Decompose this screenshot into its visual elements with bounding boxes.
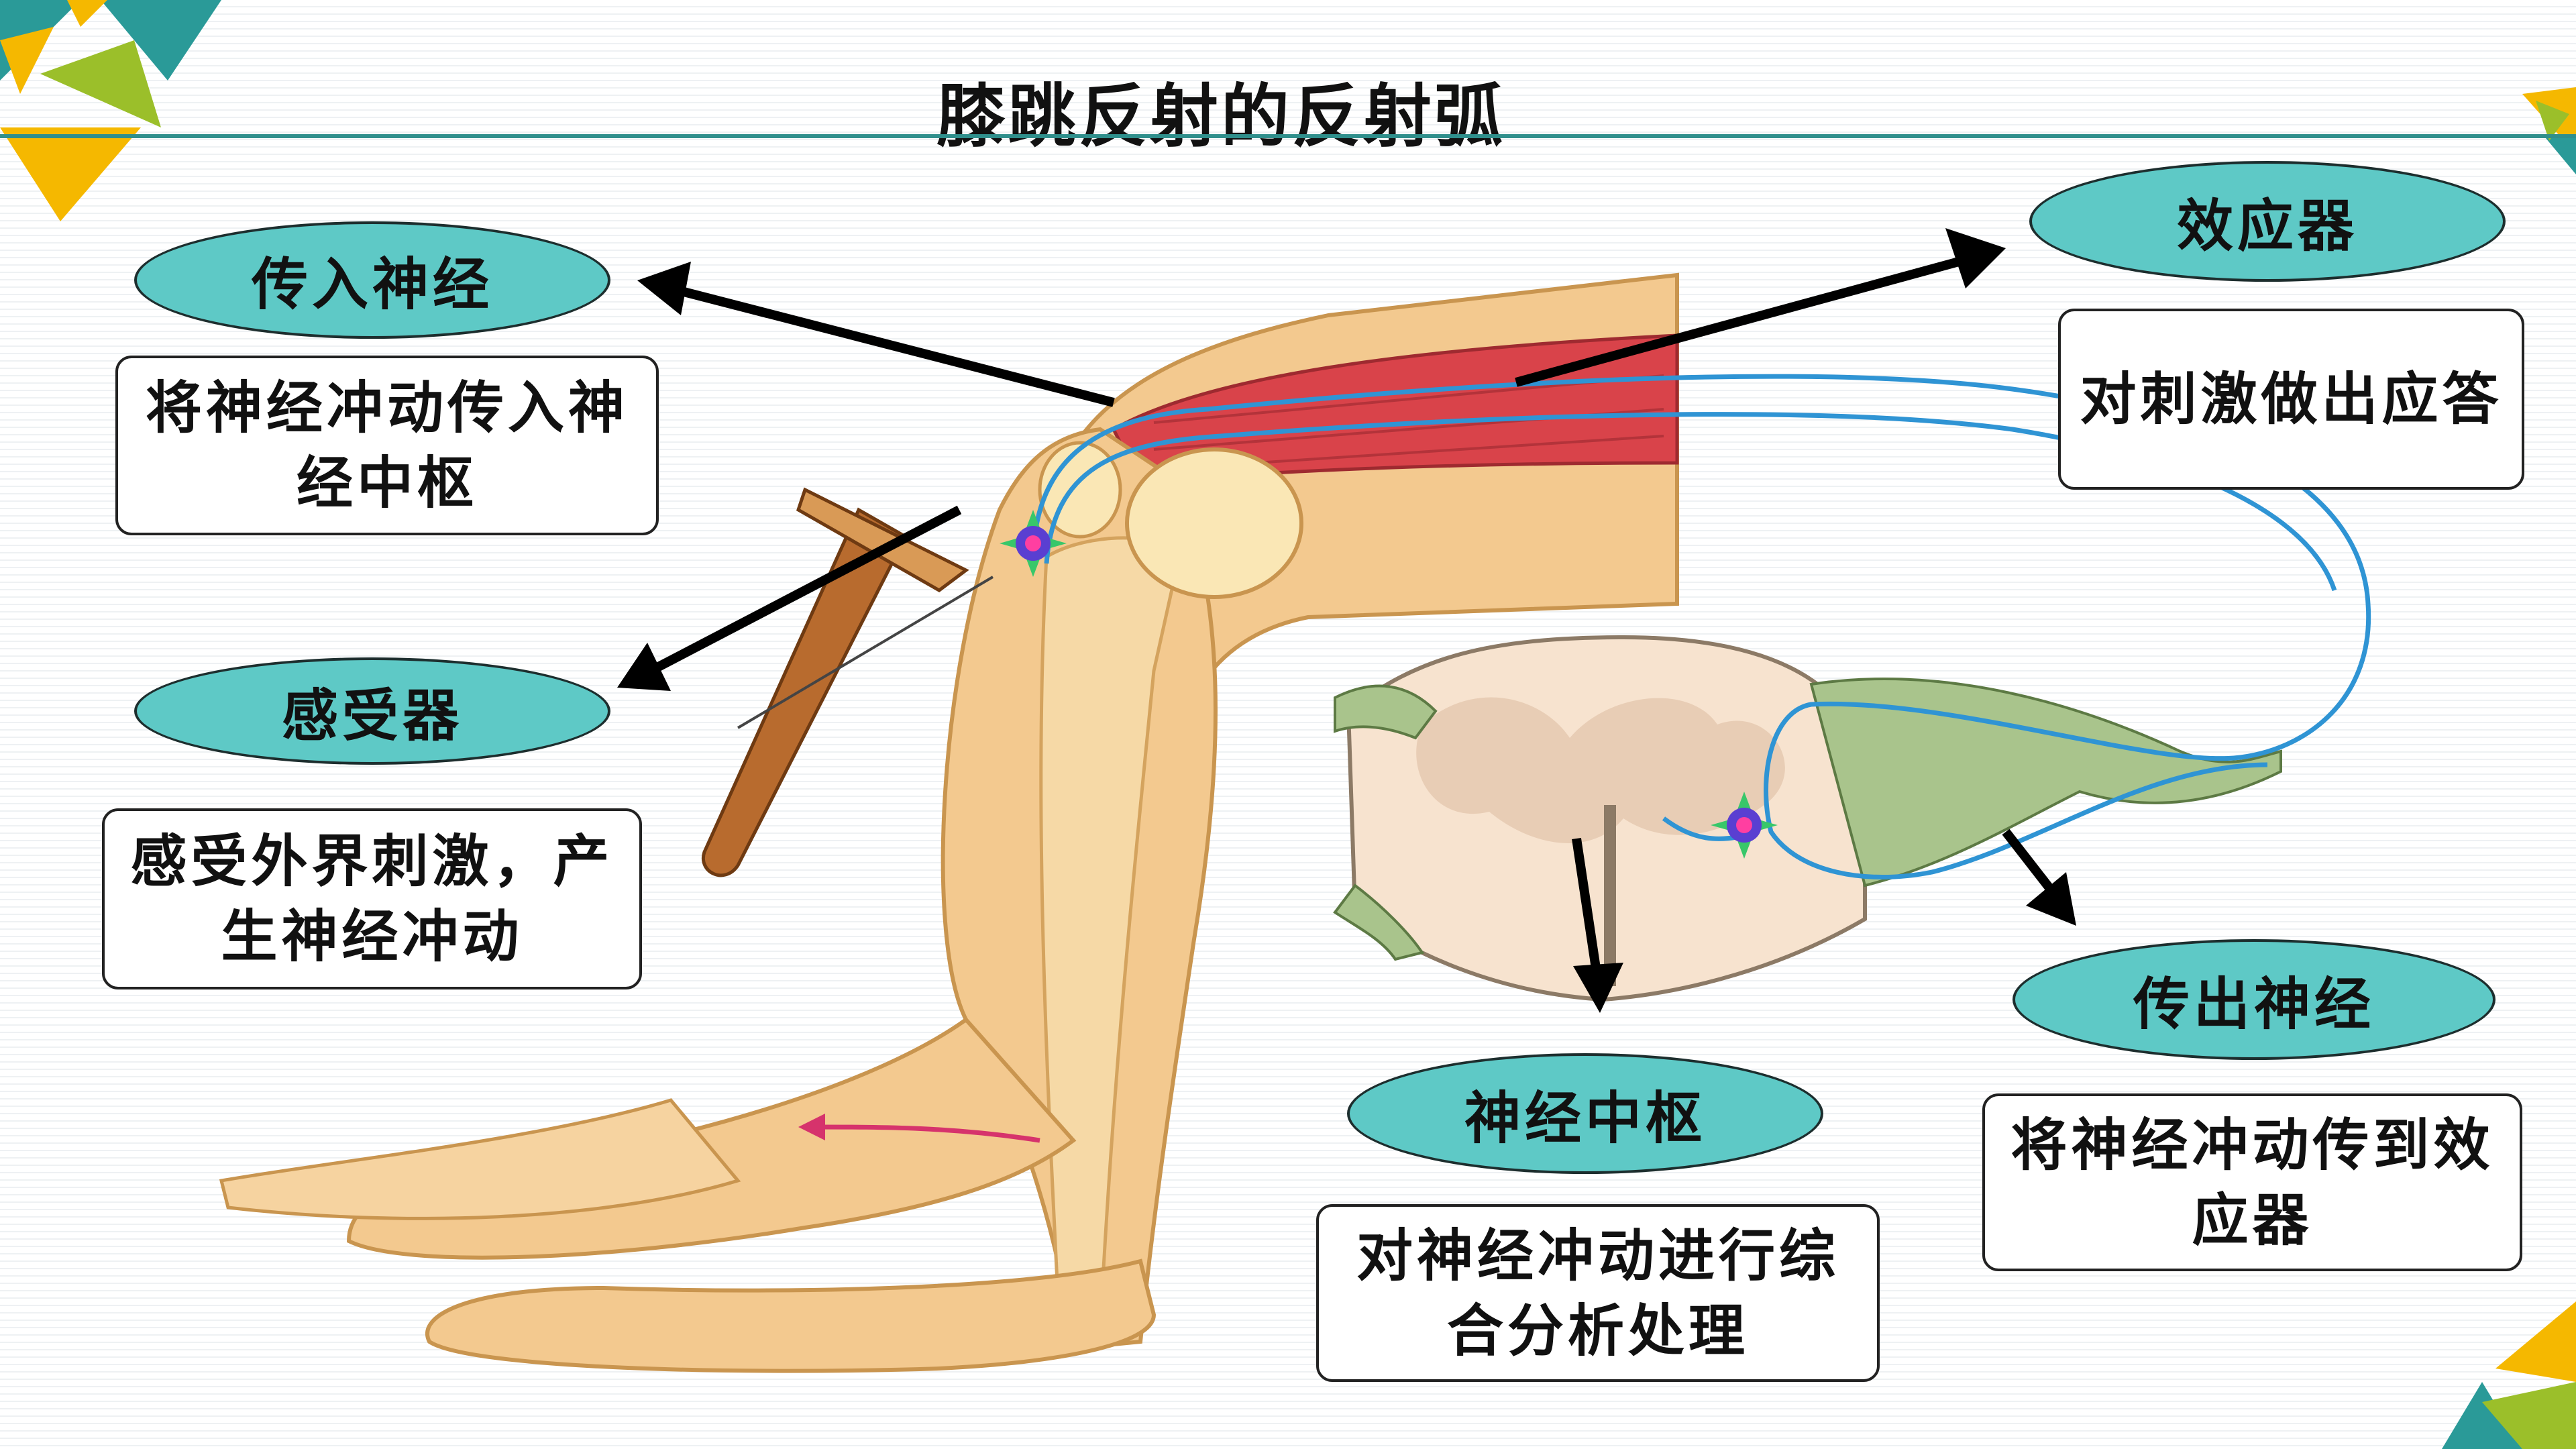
pointer-arrows bbox=[617, 228, 2076, 1013]
efferent-nerve-label: 传出神经 bbox=[2012, 939, 2496, 1060]
receptor-marker bbox=[1000, 510, 1067, 577]
afferent-nerve-label: 传入神经 bbox=[134, 221, 610, 339]
leg-illustration bbox=[219, 272, 1679, 1373]
nerve-center-description: 对神经冲动进行综合分析处理 bbox=[1316, 1204, 1880, 1382]
title-divider bbox=[0, 134, 2576, 138]
efferent-nerve-description: 将神经冲动传到效应器 bbox=[1982, 1093, 2522, 1271]
corner-decoration-top-left bbox=[0, 0, 221, 221]
reflex-hammer-icon bbox=[701, 487, 994, 877]
afferent-nerve-description: 将神经冲动传入神经中枢 bbox=[115, 356, 659, 535]
page-title: 膝跳反射的反射弧 bbox=[936, 76, 1505, 157]
nerve-center-label: 神经中枢 bbox=[1347, 1053, 1823, 1174]
receptor-description: 感受外界刺激，产生神经冲动 bbox=[102, 808, 642, 989]
corner-decoration-bottom-right bbox=[2442, 1301, 2576, 1449]
spinal-cord-illustration bbox=[1333, 635, 2282, 1002]
corner-decoration-top-right bbox=[2522, 87, 2576, 174]
center-marker bbox=[1711, 792, 1778, 859]
receptor-label: 感受器 bbox=[134, 657, 610, 765]
effector-label: 效应器 bbox=[2029, 161, 2506, 282]
effector-description: 对刺激做出应答 bbox=[2058, 309, 2524, 490]
